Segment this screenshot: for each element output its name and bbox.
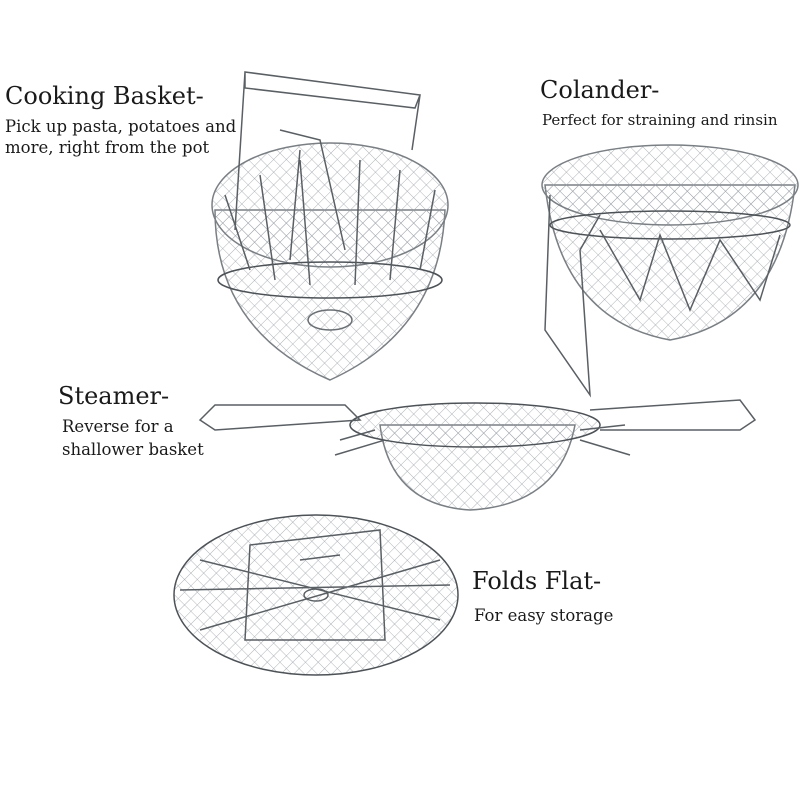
steamer-image — [198, 399, 757, 511]
folds-flat-title: Folds Flat- — [472, 567, 602, 595]
cooking-basket-line-2: more, right from the pot — [5, 138, 210, 157]
colander-title: Colander- — [540, 76, 660, 104]
folds-flat-image — [173, 514, 459, 676]
steamer-line-2: shallower basket — [62, 440, 204, 459]
folds-flat-line-1: For easy storage — [474, 606, 614, 625]
colander-line-1: Perfect for straining and rinsin — [542, 111, 778, 129]
steamer-line-1: Reverse for a — [62, 417, 174, 436]
cooking-basket-line-1: Pick up pasta, potatoes and — [5, 117, 237, 136]
colander-image — [541, 144, 799, 398]
steamer-title: Steamer- — [58, 382, 170, 410]
cooking-basket-title: Cooking Basket- — [5, 82, 204, 110]
cooking-basket-image — [211, 71, 449, 381]
